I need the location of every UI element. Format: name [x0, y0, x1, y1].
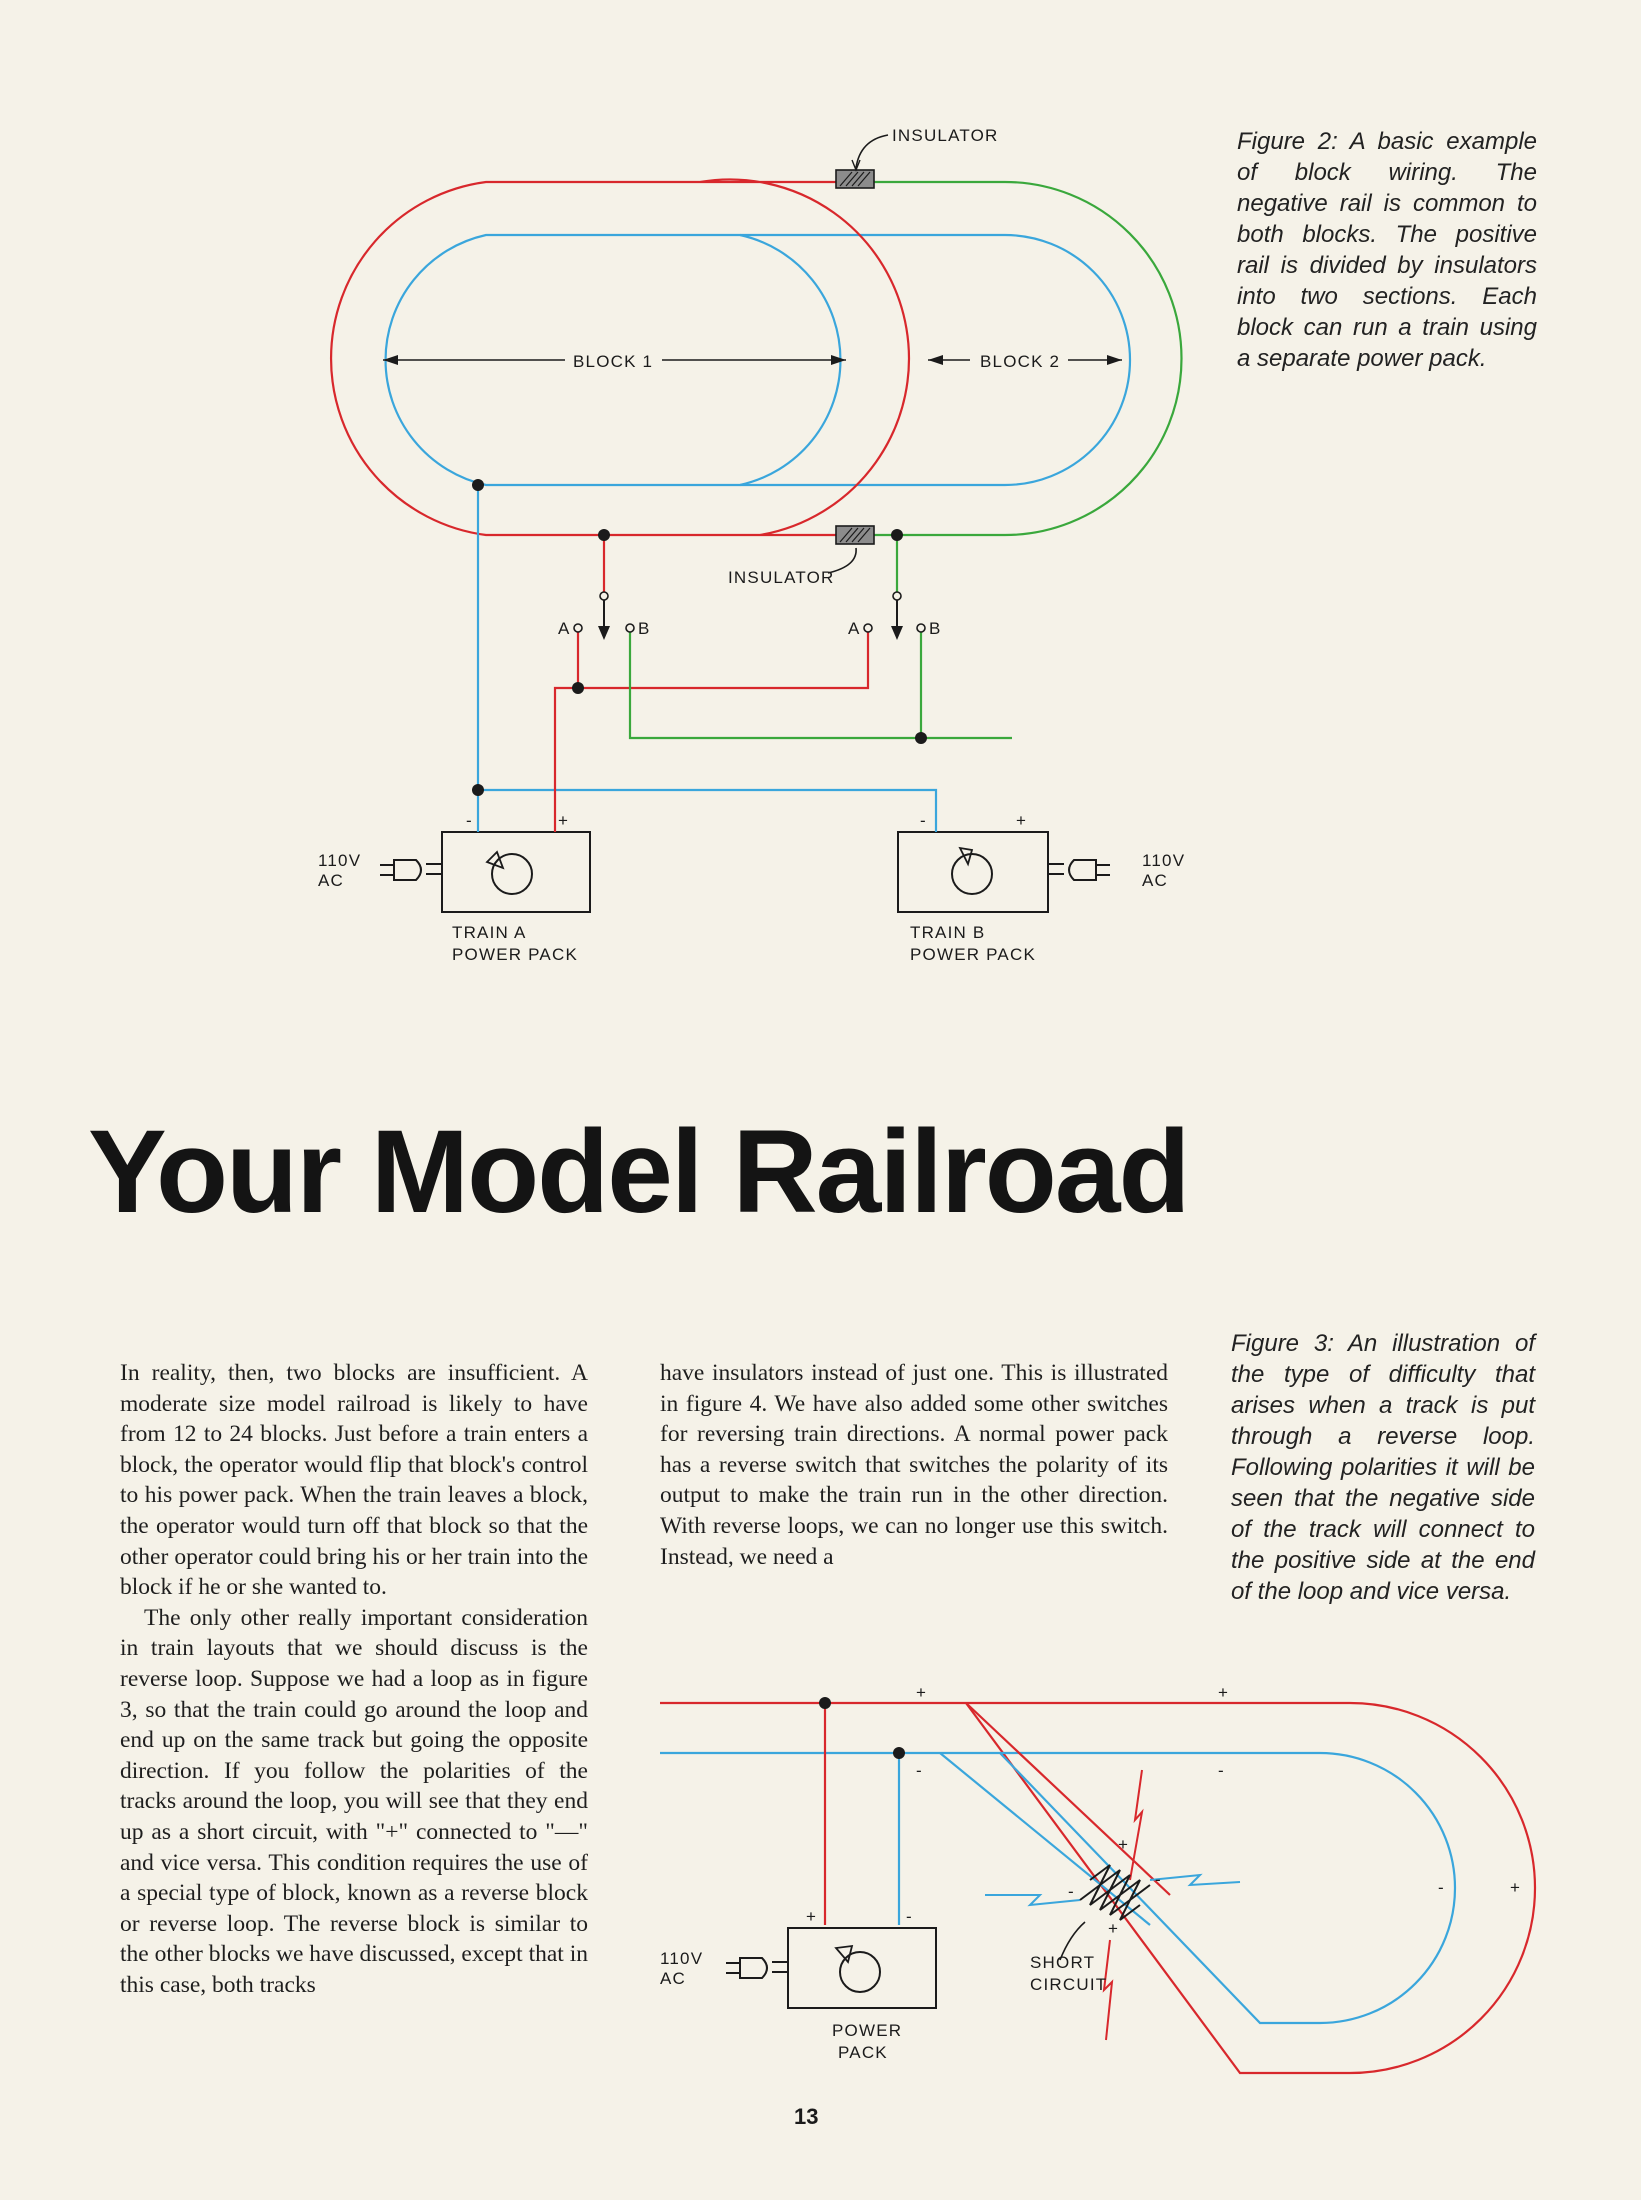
power-pack [726, 1927, 937, 2009]
pack-b-label-2: POWER PACK [910, 945, 1036, 964]
ac-label: AC [660, 1969, 686, 1988]
switch2-a-label: A [848, 619, 861, 638]
figure-3-diagram: + + - - - + + - + - - + 110V AC SHORT CI… [660, 1683, 1537, 2075]
body-paragraph: In reality, then, two blocks are insuffi… [120, 1360, 588, 1601]
ac-left-ac: AC [318, 871, 344, 890]
pack-b-label-1: TRAIN B [910, 923, 985, 942]
ac-right-ac: AC [1142, 871, 1168, 890]
plus-label: + [916, 1683, 927, 1702]
pack-a-label-1: TRAIN A [452, 923, 527, 942]
plus-label: + [1108, 1919, 1119, 1938]
minus-label: - [1438, 1878, 1445, 1897]
minus-label: - [916, 1761, 923, 1780]
block2-negative-rail [740, 233, 1132, 487]
pack-a-plus: + [558, 811, 569, 830]
body-paragraph: have insulators instead of just one. Thi… [660, 1360, 1168, 1570]
body-column-2: have insulators instead of just one. Thi… [660, 1358, 1168, 1572]
ac-right-voltage: 110V [1142, 851, 1185, 870]
switch2-b-label: B [929, 619, 942, 638]
pack-b-plus: + [1016, 811, 1027, 830]
figure-2-diagram: INSULATOR INSULATOR BLOCK 1 BLOCK 2 A B … [318, 126, 1185, 964]
block1-label: BLOCK 1 [573, 352, 653, 371]
switch1-a-label: A [558, 619, 571, 638]
insulator-bottom-label: INSULATOR [728, 568, 835, 587]
pack-a-label-2: POWER PACK [452, 945, 578, 964]
block2-positive-rail [862, 180, 1183, 537]
block2-label: BLOCK 2 [980, 352, 1060, 371]
page-number: 13 [794, 2104, 819, 2129]
switch1-b-label: B [638, 619, 651, 638]
figure-3-caption: Figure 3: An illustration of the type of… [1231, 1330, 1535, 1605]
minus-label: - [1218, 1761, 1225, 1780]
pack-minus-label: - [906, 1907, 913, 1926]
minus-label: - [1155, 1870, 1162, 1889]
plus-label: + [1118, 1835, 1129, 1854]
insulator-bottom [835, 525, 875, 545]
minus-label: - [1068, 1882, 1075, 1901]
body-column-1: In reality, then, two blocks are insuffi… [120, 1358, 588, 2000]
pack-b-minus: - [920, 811, 927, 830]
page-title: Your Model Railroad [88, 1106, 1191, 1238]
short-circuit-label-1: SHORT [1030, 1953, 1095, 1972]
power-pack-label-1: POWER [832, 2021, 902, 2040]
pack-plus-label: + [806, 1907, 817, 1926]
figure-2-caption: Figure 2: A basic example of block wirin… [1237, 128, 1537, 372]
insulator-top-label: INSULATOR [892, 126, 999, 145]
power-pack-label-2: PACK [838, 2043, 888, 2062]
ac-voltage-label: 110V [660, 1949, 703, 1968]
body-paragraph: The only other really important consider… [120, 1604, 588, 1998]
ac-left-voltage: 110V [318, 851, 361, 870]
insulator-top [835, 169, 875, 189]
train-b-power-pack [897, 820, 1110, 913]
plus-label: + [1218, 1683, 1229, 1702]
plus-label: + [1510, 1878, 1521, 1897]
train-a-power-pack [380, 820, 591, 913]
pack-a-minus: - [466, 811, 473, 830]
short-circuit-label-2: CIRCUIT [1030, 1975, 1107, 1994]
